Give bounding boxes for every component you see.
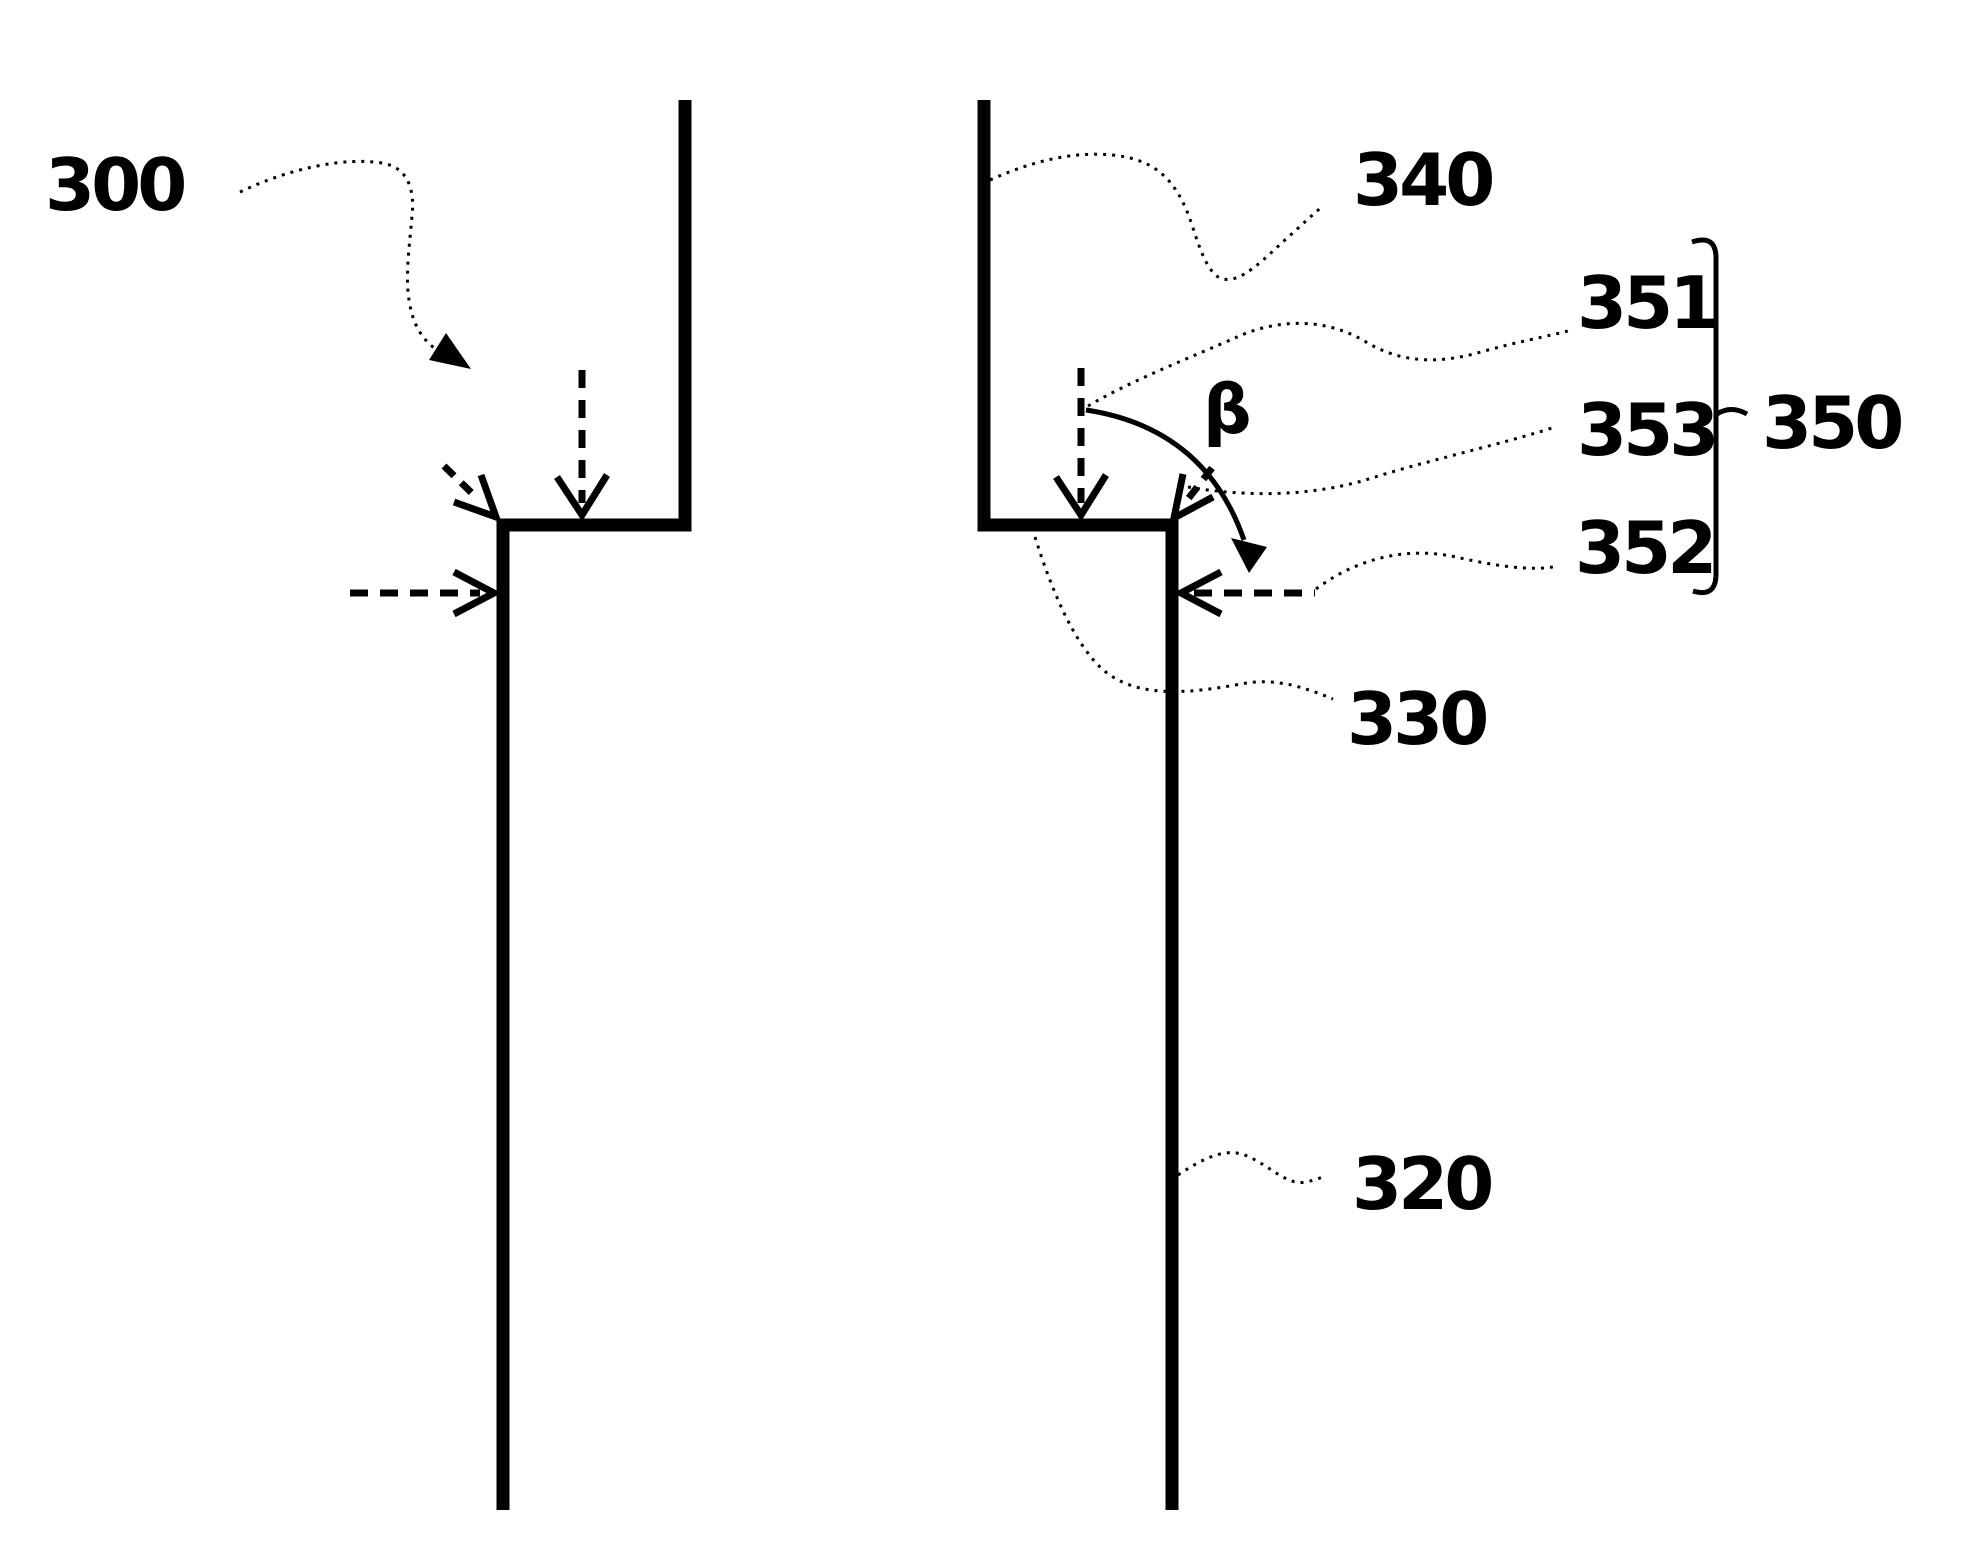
left-horizontal-arrow-head — [452, 568, 502, 618]
right-horizontal-arrow-head — [1173, 568, 1223, 618]
ref-label-351: 351 — [1577, 261, 1715, 345]
ref-label-340: 340 — [1353, 138, 1492, 222]
beta-angle-arc — [1085, 407, 1247, 541]
ink-strokes — [239, 100, 1749, 1510]
left-diagonal-arrow-head — [452, 473, 502, 523]
leader-352 — [1315, 551, 1559, 591]
beta-arc-arrowhead — [1231, 538, 1267, 573]
ref-label-352: 352 — [1575, 506, 1713, 590]
leader-300-arrowhead — [429, 333, 471, 369]
left-vertical-arrow-head — [554, 473, 610, 522]
right-vertical-arrow-head — [1053, 473, 1109, 522]
leader-330 — [1033, 536, 1334, 701]
beta-angle-label: β — [1203, 371, 1252, 450]
leader-351 — [1087, 321, 1569, 408]
leader-300 — [239, 159, 445, 356]
right-profile-outline — [977, 100, 1179, 1510]
group-bracket-350-tick — [1715, 407, 1749, 417]
ref-label-320: 320 — [1352, 1142, 1491, 1226]
leader-340 — [989, 152, 1324, 281]
group-bracket-350 — [1691, 237, 1719, 596]
ref-label-350: 350 — [1762, 381, 1901, 465]
ref-label-300: 300 — [45, 143, 184, 227]
right-diagonal-arrow-head — [1169, 473, 1215, 525]
left-diagonal-arrow-shaft — [441, 463, 481, 502]
ink-fills: 300 340 351 353 350 352 330 320 β — [45, 138, 1905, 1226]
leader-353 — [1187, 426, 1553, 496]
ref-label-353: 353 — [1577, 388, 1715, 472]
ref-label-330: 330 — [1347, 677, 1486, 761]
left-profile-outline — [496, 100, 692, 1510]
leader-320 — [1177, 1151, 1324, 1185]
